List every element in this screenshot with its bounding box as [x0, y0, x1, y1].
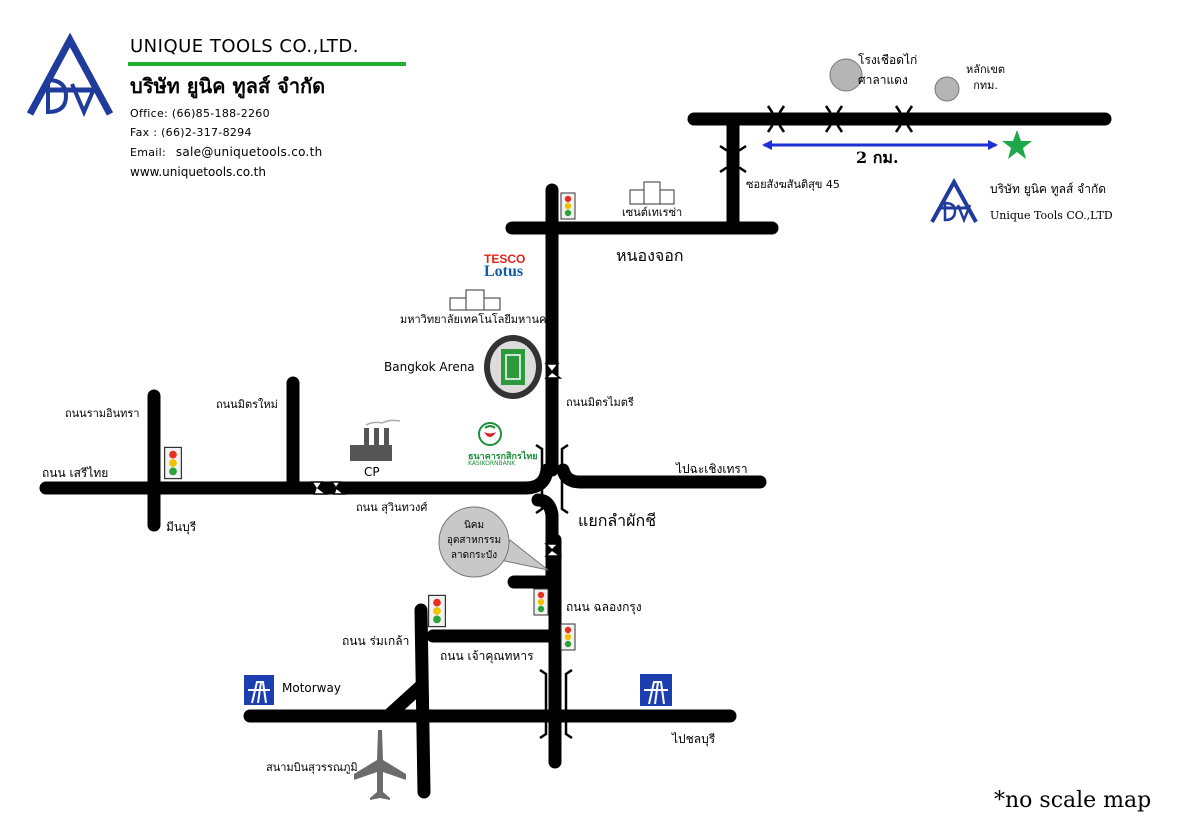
tesco-logo-bottom: Lotus	[484, 263, 524, 280]
motorway-sign-icon	[640, 674, 672, 706]
bridge-icon	[535, 105, 914, 740]
traffic-light-icon	[164, 446, 183, 480]
email-row: Email: sale@uniquetools.co.th	[130, 145, 323, 159]
chicken-factory-label: โรงเชือดไก่ ศาลาแดง	[858, 53, 918, 87]
building-icon	[449, 181, 675, 311]
legend-name-th: บริษัท ยูนิค ทูลส์ จำกัด	[990, 182, 1107, 196]
traffic-light-icon	[560, 623, 576, 651]
minburi-label: มีนบุรี	[166, 520, 197, 534]
tesco-logo-top: TESCO	[484, 252, 526, 266]
bangkok-arena-label: Bangkok Arena	[384, 360, 475, 374]
to-chachoengsao-label: ไปฉะเชิงเทรา	[676, 462, 748, 476]
chaokhunthahan-road-label: ถนน เจ้าคุณทหาร	[440, 649, 534, 663]
motorway-sign-icon	[244, 675, 274, 705]
kasikorn-name-th: ธนาคารกสิกรไทย	[468, 452, 538, 462]
road-break	[310, 363, 563, 557]
company-name-th: บริษัท ยูนิค ทูลส์ จำกัด	[130, 74, 326, 98]
fax-number: Fax : (66)2-317-8294	[130, 126, 252, 139]
no-scale-note: *no scale map	[994, 788, 1152, 813]
industrial-estate-label: นิคม อุตสาหกรรม ลาดกระบัง	[446, 520, 502, 561]
suvarnabhumi-label: สนามบินสุวรรณภูมิ	[266, 761, 358, 774]
mitmaitri-road-label: ถนนมิตรไมตรี	[566, 396, 634, 409]
star-destination-icon	[1002, 130, 1032, 159]
suwinthawong-road-label: ถนน สุวินทวงศ์	[356, 501, 428, 514]
traffic-light-icon	[428, 594, 446, 628]
bank-logo-icon	[478, 422, 502, 446]
ramintra-road-label: ถนนรามอินทรา	[65, 407, 140, 420]
company-logo	[26, 32, 114, 118]
mitmai-road-label: ถนนมิตรใหม่	[216, 398, 278, 411]
factory-icon	[350, 419, 401, 461]
kasikorn-name-en: KASIKORNBANK	[468, 460, 516, 467]
email-label: Email:	[130, 146, 167, 159]
serithai-road-label: ถนน เสรีไทย	[42, 466, 109, 480]
office-phone: Office: (66)85-188-2260	[130, 107, 270, 120]
nong-chok-label: หนองจอก	[616, 246, 684, 265]
soi-45-label: ซอยสังฆสันติสุข 45	[746, 178, 840, 191]
cp-label: CP	[364, 465, 380, 479]
romklao-road-label: ถนน ร่มเกล้า	[342, 634, 410, 648]
circle-landmark-icon	[934, 76, 960, 102]
traffic-light-icon	[560, 192, 576, 220]
distance-label: 2 กม.	[856, 148, 899, 167]
boundary-post-label: หลักเขต กทม.	[966, 63, 1006, 92]
header-divider	[128, 62, 406, 66]
website-link[interactable]: www.uniquetools.co.th	[130, 165, 266, 179]
to-chonburi-label: ไปชลบุรี	[672, 732, 716, 746]
email-link[interactable]: sale@uniquetools.co.th	[175, 145, 323, 159]
industrial-estate-bubble	[438, 506, 549, 578]
circle-landmark-icon	[829, 58, 863, 92]
legend-logo	[930, 177, 978, 224]
roads	[39, 112, 1112, 799]
motorway-label: Motorway	[282, 681, 341, 695]
traffic-light-icon	[533, 588, 549, 616]
university-label: มหาวิทยาลัยเทคโนโลยีมหานคร	[400, 313, 553, 326]
chalong-krung-road-label: ถนน ฉลองกรุง	[566, 600, 642, 614]
legend-name-en: Unique Tools CO.,LTD	[990, 209, 1113, 222]
tech-college-label: เซนต์เทเรซ่า	[622, 206, 683, 219]
airplane-icon	[354, 730, 406, 800]
stadium-icon	[484, 335, 542, 399]
company-name-en: UNIQUE TOOLS CO.,LTD.	[130, 36, 359, 57]
lam-phak-chi-junction-label: แยกลำผักชี	[578, 511, 657, 530]
